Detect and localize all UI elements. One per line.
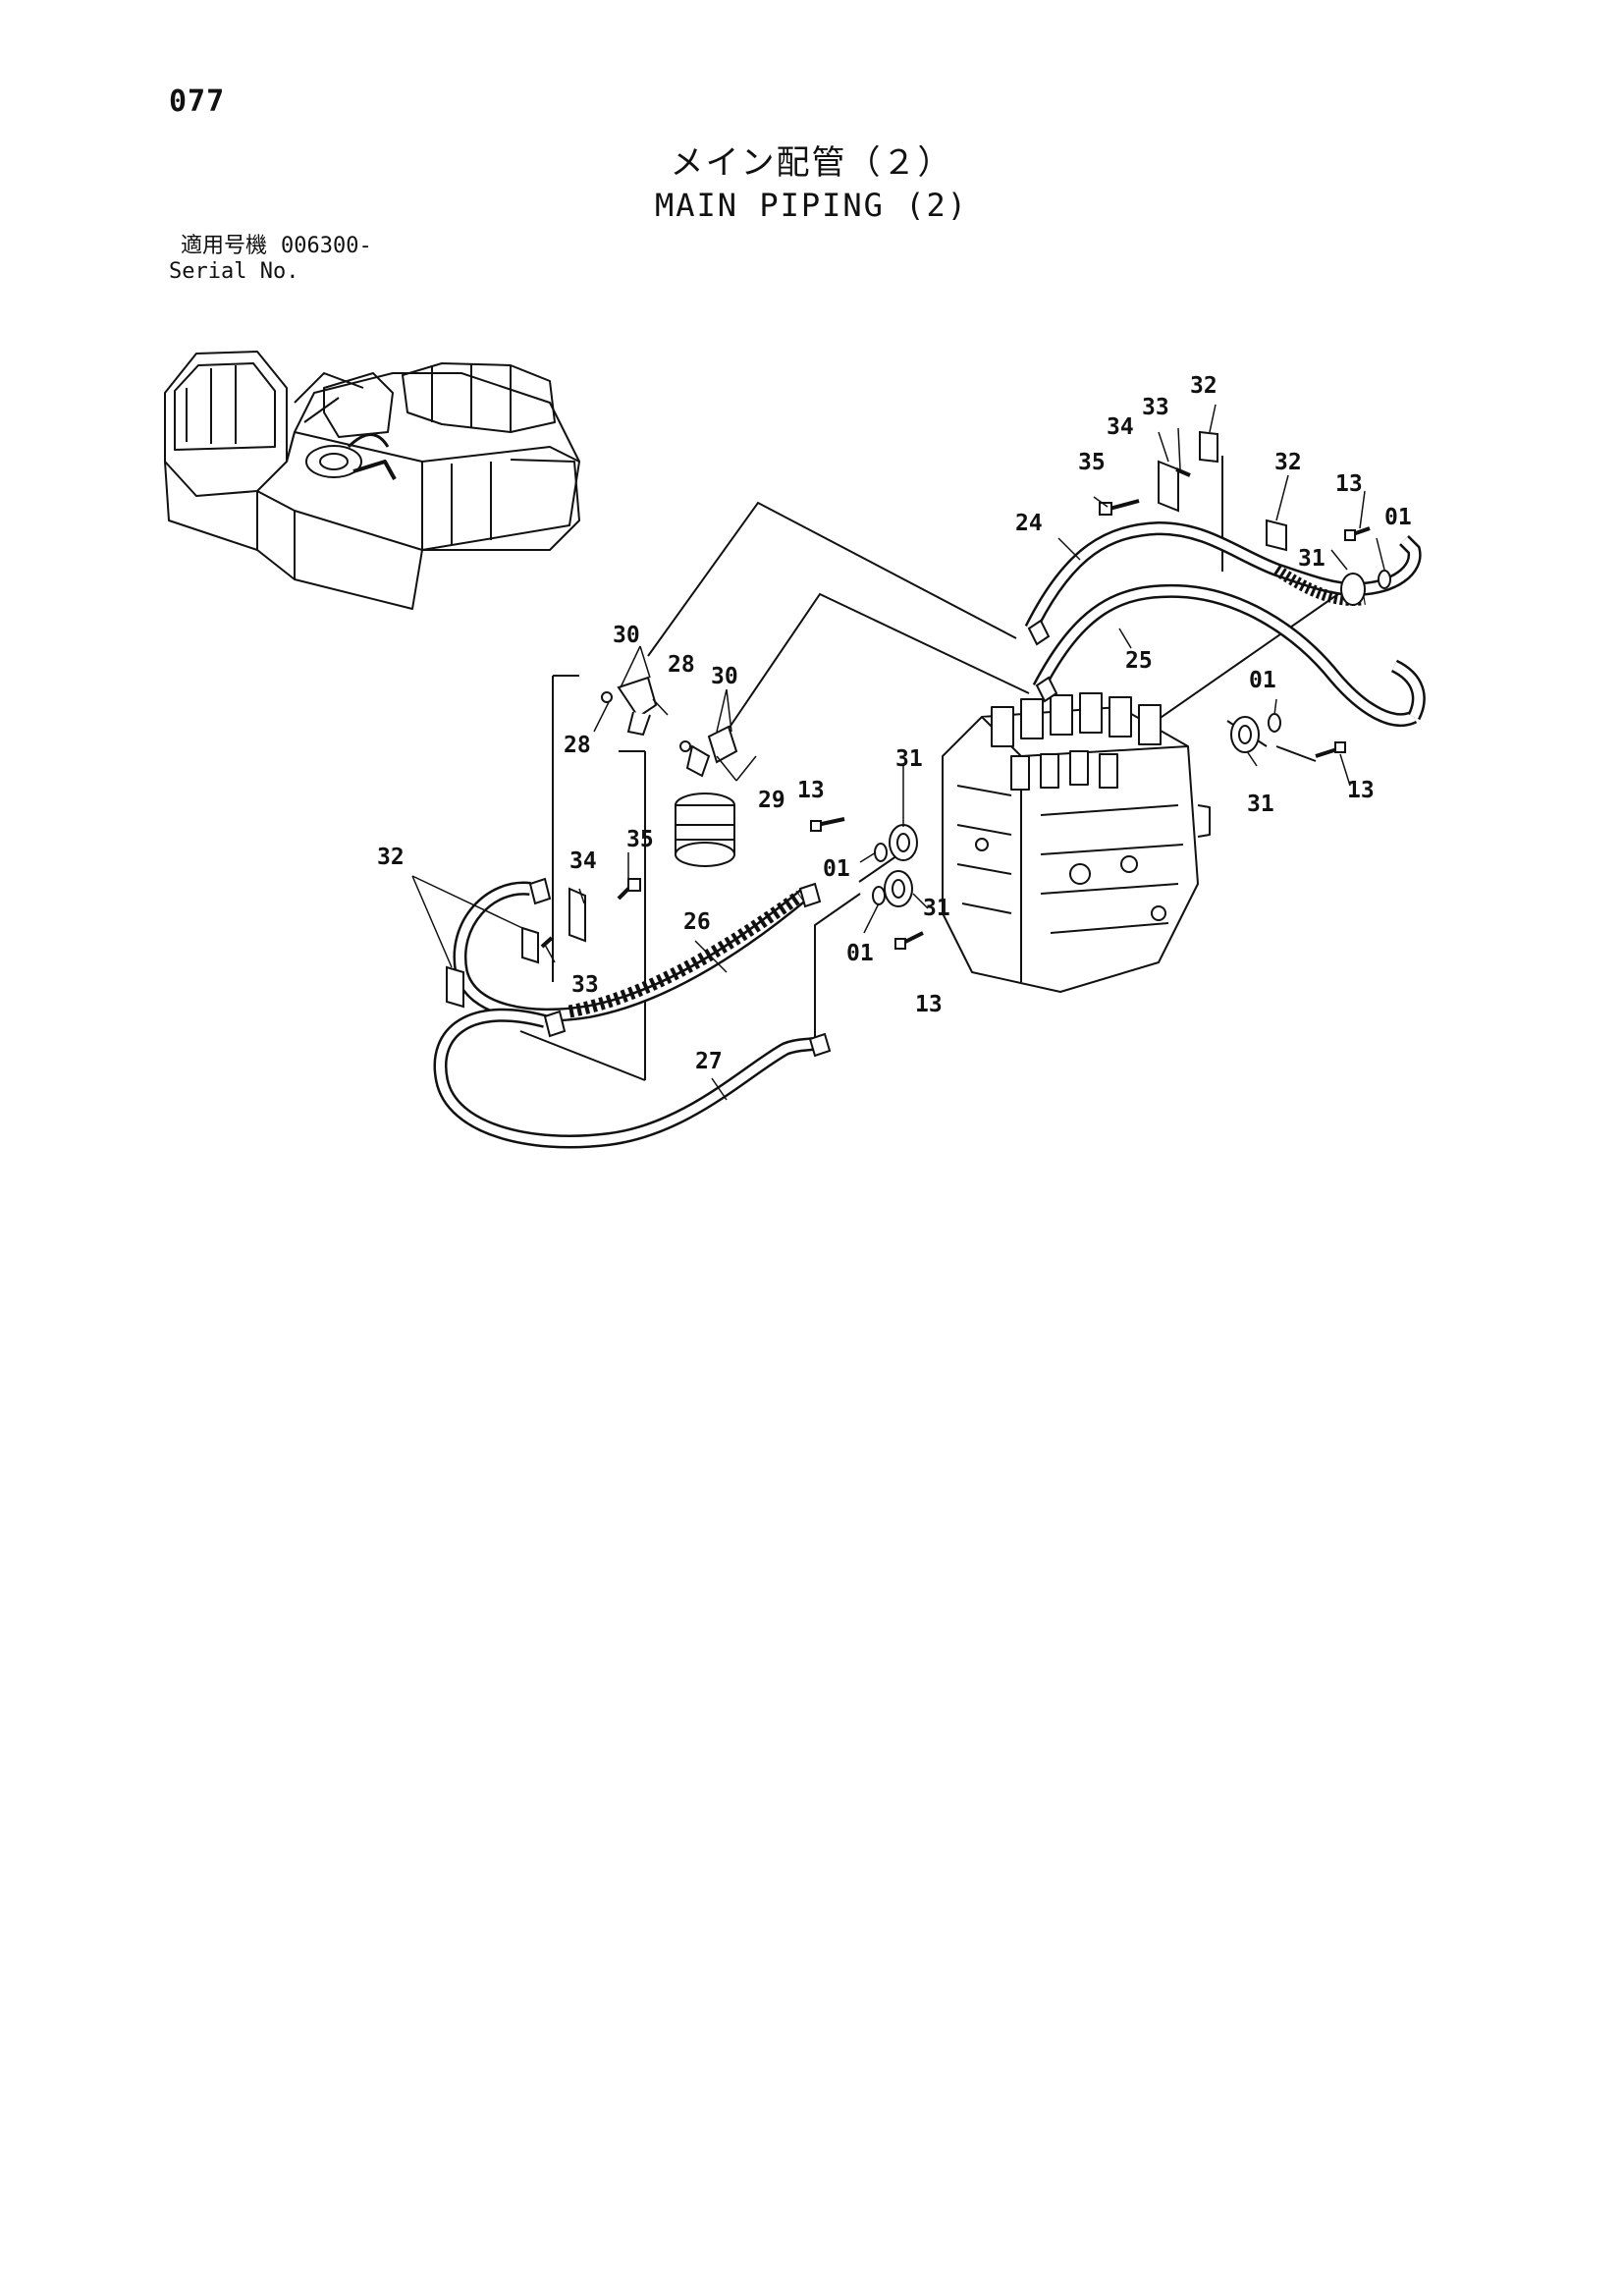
callout-31-top-right: 31: [1298, 546, 1325, 572]
callout-13-bottom: 13: [915, 992, 943, 1017]
page-number: 077: [169, 84, 226, 119]
callout-35-left: 35: [626, 827, 654, 852]
callout-30-left: 30: [613, 623, 640, 648]
callout-32-top: 32: [1190, 373, 1217, 399]
filter-element: [675, 793, 735, 867]
callout-numbers: 32 33 34 35 32 13 01 24 31 25 01 31 13 3…: [377, 373, 1412, 1074]
serial-label-japanese: 適用号機: [181, 234, 268, 258]
callout-32-upper-right: 32: [1274, 450, 1302, 475]
callout-31-left-lower: 31: [923, 896, 950, 921]
callout-24: 24: [1015, 511, 1043, 536]
excavator-overview-illustration: [164, 351, 580, 610]
callout-13-top-right: 13: [1335, 471, 1363, 497]
control-valve-assembly: [942, 692, 1211, 993]
callout-01-top-right: 01: [1384, 505, 1412, 530]
hoses: [433, 520, 1426, 1149]
callout-01-right: 01: [1249, 668, 1276, 693]
callout-33-top: 33: [1142, 395, 1169, 420]
callout-13-right: 13: [1347, 778, 1375, 803]
serial-value: 006300-: [281, 234, 372, 258]
callout-34-left: 34: [569, 848, 597, 874]
callout-leaders: [411, 404, 1385, 1101]
small-parts: [446, 430, 1391, 1058]
serial-number-block: 適用号機 006300- Serial No.: [169, 234, 372, 285]
serial-row-japanese: 適用号機 006300-: [169, 234, 372, 259]
callout-28-upper: 28: [668, 652, 695, 678]
page-title-japanese: メイン配管（２）: [670, 143, 953, 183]
callout-26: 26: [683, 909, 711, 935]
callout-33-left: 33: [571, 972, 599, 998]
callout-25: 25: [1125, 648, 1153, 674]
callout-31-right: 31: [1247, 792, 1274, 817]
callout-29: 29: [758, 788, 785, 813]
callout-31-left-upper: 31: [895, 746, 923, 772]
callout-34-top: 34: [1107, 414, 1134, 440]
callout-35-top: 35: [1078, 450, 1106, 475]
callout-01-left-upper: 01: [823, 856, 850, 882]
serial-label-english: Serial No.: [169, 259, 299, 284]
callout-27: 27: [695, 1049, 723, 1074]
callout-32-left: 32: [377, 845, 405, 870]
callout-13-left: 13: [797, 778, 825, 803]
callout-01-left-lower: 01: [846, 941, 874, 966]
callout-30-right: 30: [711, 664, 738, 689]
page-title-english: MAIN PIPING (2): [655, 187, 968, 224]
callout-28-lower: 28: [564, 733, 591, 758]
